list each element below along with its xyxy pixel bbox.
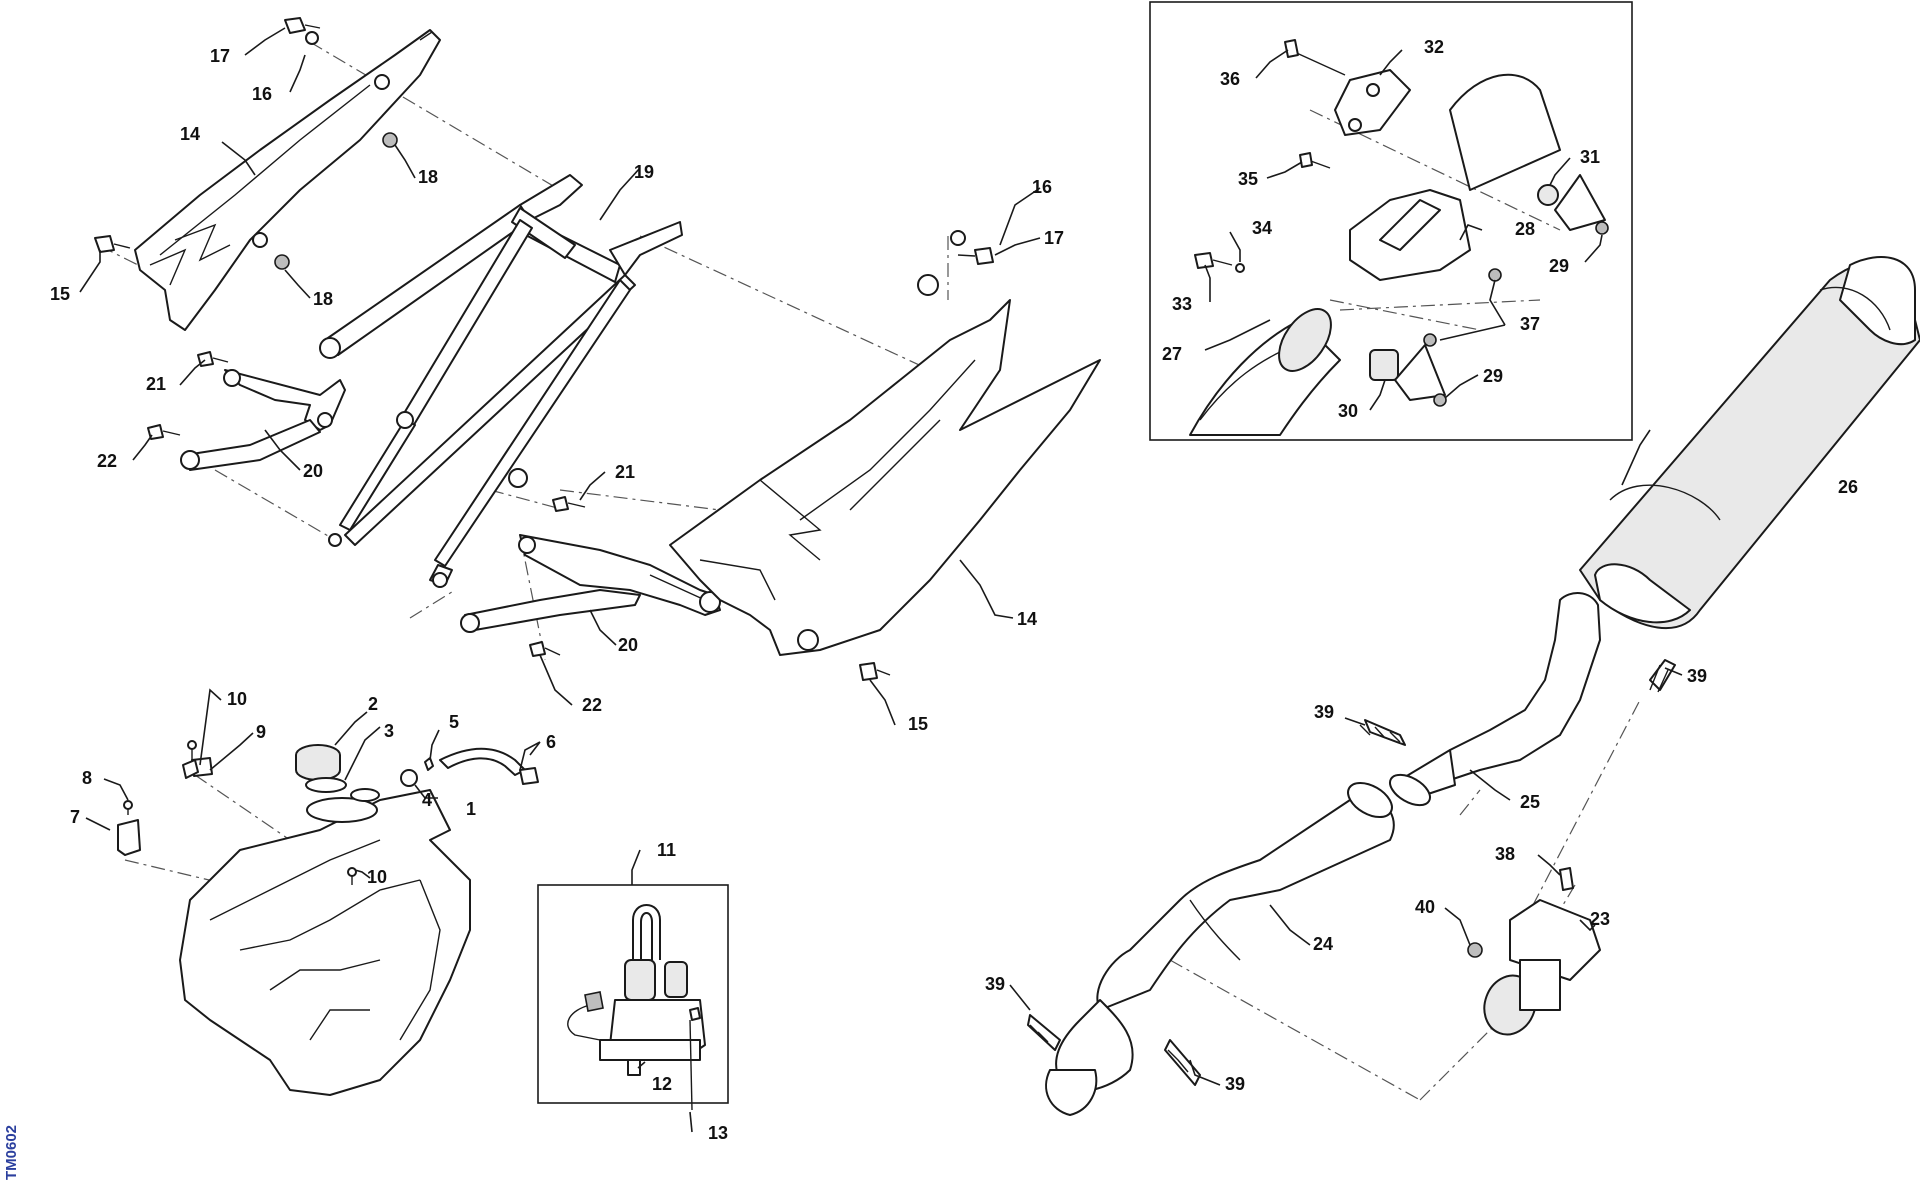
fuel-pump (567, 904, 706, 1111)
callout-34: 34 (1252, 218, 1272, 238)
callout-labels: 17 16 14 18 19 18 15 21 22 20 16 17 21 2… (50, 37, 1858, 1143)
callout-6: 6 (546, 732, 556, 752)
callout-15: 15 (50, 284, 70, 304)
silencer-mount-inset-box (1149, 1, 1633, 441)
callout-38: 38 (1495, 844, 1515, 864)
callout-16: 16 (1032, 177, 1052, 197)
drawing-code: TM0602 (3, 1125, 20, 1180)
callout-37: 37 (1520, 314, 1540, 334)
callout-22: 22 (582, 695, 602, 715)
callout-25: 25 (1520, 792, 1540, 812)
callout-17: 17 (1044, 228, 1064, 248)
callout-27: 27 (1162, 344, 1182, 364)
fasteners-top (94, 17, 994, 681)
footrest-bracket-right (460, 534, 721, 633)
callout-9: 9 (256, 722, 266, 742)
side-panel-left (134, 29, 441, 331)
callout-21: 21 (615, 462, 635, 482)
callout-12: 12 (652, 1074, 672, 1094)
callout-32: 32 (1424, 37, 1444, 57)
callout-7: 7 (70, 807, 80, 827)
callout-13: 13 (708, 1123, 728, 1143)
callout-40: 40 (1415, 897, 1435, 917)
exhaust-flange (1467, 867, 1601, 1036)
callout-5: 5 (449, 712, 459, 732)
callout-4: 4 (422, 790, 432, 810)
callout-39: 39 (985, 974, 1005, 994)
callout-18: 18 (418, 167, 438, 187)
callout-14: 14 (1017, 609, 1037, 629)
silencer-mount-detail (1189, 39, 1609, 436)
leader-lines (79, 27, 1683, 1133)
callout-15: 15 (908, 714, 928, 734)
callout-11: 11 (657, 840, 676, 860)
muffler (1579, 256, 1920, 630)
callout-28: 28 (1515, 219, 1535, 239)
callout-39: 39 (1225, 1074, 1245, 1094)
callout-33: 33 (1172, 294, 1192, 314)
callout-29: 29 (1549, 256, 1569, 276)
callout-39: 39 (1314, 702, 1334, 722)
callout-3: 3 (384, 721, 394, 741)
callout-14: 14 (180, 124, 200, 144)
callout-31: 31 (1580, 147, 1600, 167)
footrest-bracket-left (180, 369, 346, 471)
callout-23: 23 (1590, 909, 1610, 929)
tank-fittings (117, 740, 539, 885)
callout-20: 20 (618, 635, 638, 655)
callout-1: 1 (466, 799, 476, 819)
callout-21: 21 (146, 374, 166, 394)
callout-10: 10 (367, 867, 387, 887)
callout-22: 22 (97, 451, 117, 471)
callout-8: 8 (82, 768, 92, 788)
callout-2: 2 (368, 694, 378, 714)
rear-subframe (319, 174, 683, 588)
callout-24: 24 (1313, 934, 1333, 954)
fuel-pump-inset-box (537, 884, 729, 1104)
callout-39: 39 (1687, 666, 1707, 686)
callout-26: 26 (1838, 477, 1858, 497)
header-pipes (1045, 592, 1601, 1116)
callout-36: 36 (1220, 69, 1240, 89)
callout-16: 16 (252, 84, 272, 104)
callout-35: 35 (1238, 169, 1258, 189)
callout-29: 29 (1483, 366, 1503, 386)
callout-17: 17 (210, 46, 230, 66)
callout-30: 30 (1338, 401, 1358, 421)
callout-18: 18 (313, 289, 333, 309)
callout-20: 20 (303, 461, 323, 481)
callout-10: 10 (227, 689, 247, 709)
side-panel-right (669, 274, 1101, 656)
exhaust-springs (1027, 659, 1676, 1086)
fuel-tank (179, 788, 471, 1096)
callout-19: 19 (634, 162, 654, 182)
